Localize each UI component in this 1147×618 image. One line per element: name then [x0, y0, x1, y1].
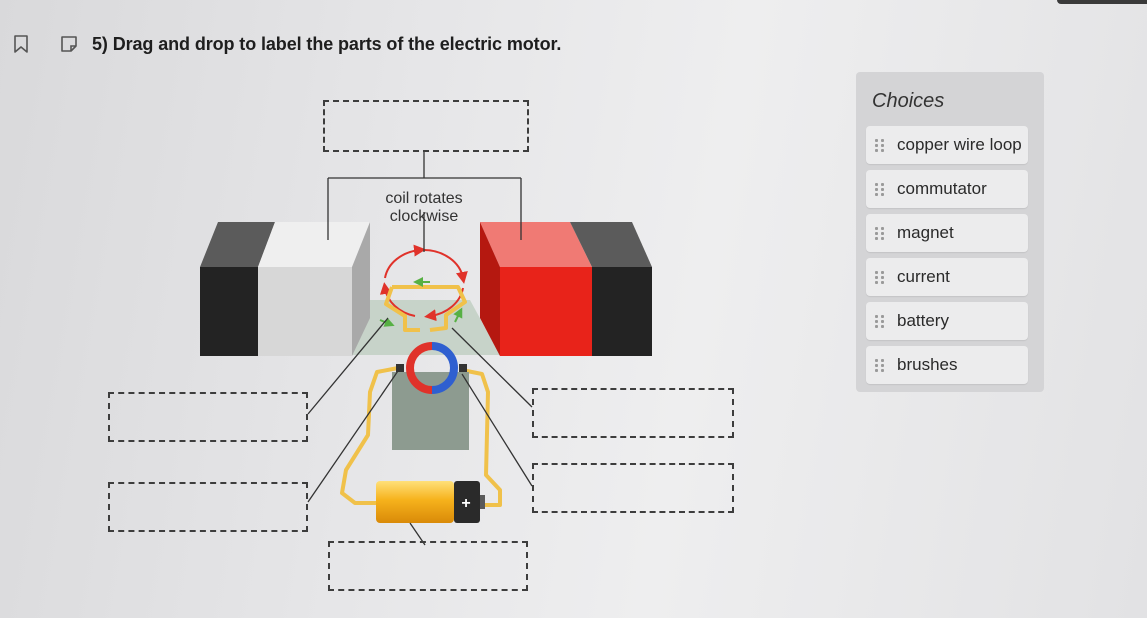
- choice-copper-wire-loop[interactable]: copper wire loop: [866, 126, 1028, 164]
- coil-label-line-1: coil rotates: [385, 190, 463, 207]
- drag-handle-icon: [875, 182, 887, 196]
- choice-current[interactable]: current: [866, 258, 1028, 296]
- choice-brushes[interactable]: brushes: [866, 346, 1028, 384]
- note-icon[interactable]: [58, 33, 80, 55]
- drop-zone-top[interactable]: [323, 100, 529, 152]
- choice-label: current: [897, 267, 950, 286]
- battery: +: [376, 481, 485, 523]
- leader-lines: [307, 152, 533, 546]
- top-edge-bar: [1057, 0, 1147, 4]
- drop-zone-left-upper[interactable]: [108, 392, 308, 442]
- drop-zone-right-lower[interactable]: [532, 463, 734, 513]
- choice-battery[interactable]: battery: [866, 302, 1028, 340]
- drag-handle-icon: [875, 358, 887, 372]
- left-magnet: [200, 222, 370, 356]
- choice-label: copper wire loop: [897, 135, 1022, 154]
- choice-label: battery: [897, 311, 949, 330]
- coil-label-line-2: clockwise: [389, 208, 459, 225]
- choices-title: Choices: [872, 90, 945, 112]
- choices-panel: Choices copper wire loop commutator magn…: [856, 72, 1044, 392]
- question-header: 5) Drag and drop to label the parts of t…: [10, 30, 561, 58]
- drag-handle-icon: [875, 226, 887, 240]
- copper-wire-loop: [379, 277, 467, 332]
- drag-handle-icon: [875, 314, 887, 328]
- coil-rotation-label: coil rotates clockwise: [368, 190, 480, 226]
- rotation-arrows: [379, 244, 468, 322]
- drag-handle-icon: [875, 138, 887, 152]
- choice-label: brushes: [897, 355, 958, 374]
- choice-label: commutator: [897, 179, 987, 198]
- choice-commutator[interactable]: commutator: [866, 170, 1028, 208]
- drop-zone-bottom[interactable]: [328, 541, 528, 591]
- circuit-wires: [340, 366, 502, 507]
- question-title: 5) Drag and drop to label the parts of t…: [92, 33, 562, 54]
- motor-base: [352, 300, 500, 355]
- drag-handle-icon: [875, 270, 887, 284]
- drop-zone-left-lower[interactable]: [108, 482, 308, 532]
- choice-magnet[interactable]: magnet: [866, 214, 1028, 252]
- drop-zone-right-upper[interactable]: [532, 388, 734, 438]
- brushes-block: [392, 372, 469, 450]
- right-magnet: [480, 222, 652, 356]
- battery-plus-sign: +: [461, 495, 470, 512]
- bookmark-icon[interactable]: [10, 33, 32, 55]
- choice-label: magnet: [897, 223, 954, 242]
